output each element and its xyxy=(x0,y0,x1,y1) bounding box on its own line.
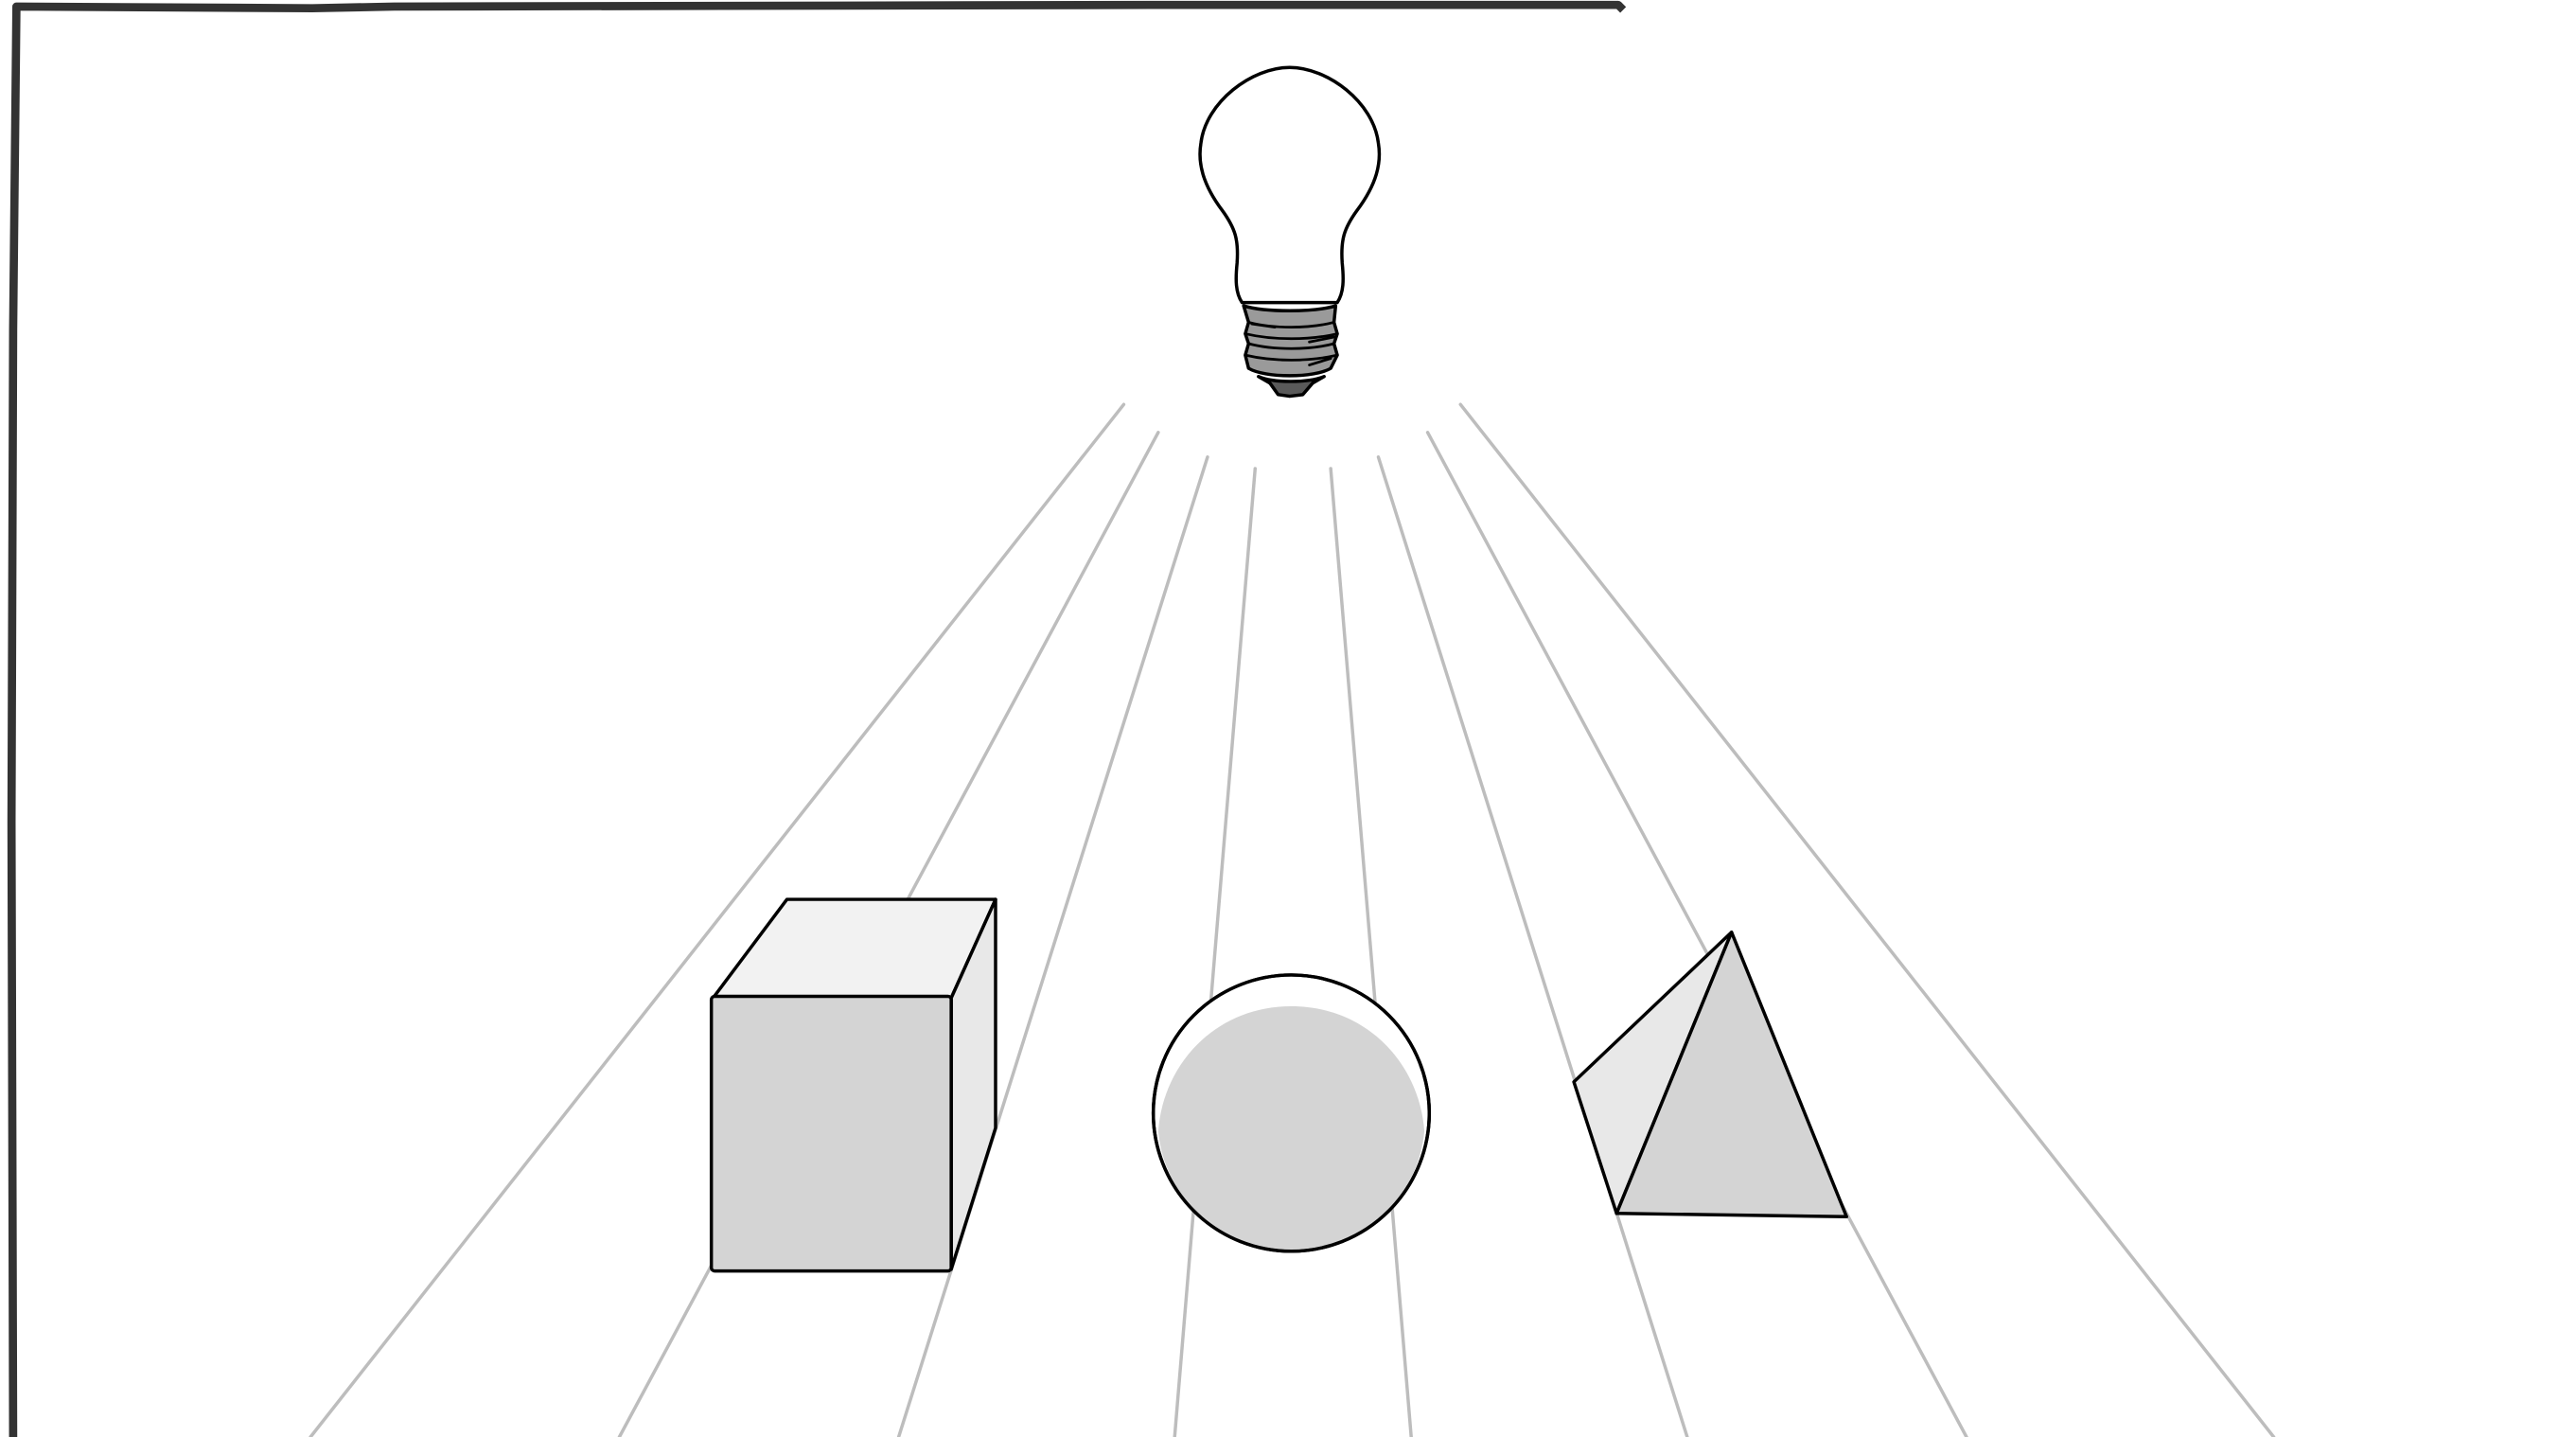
bulb-contact-tip xyxy=(1259,377,1324,397)
light-ray xyxy=(1378,457,1686,1437)
light-ray xyxy=(1428,433,1967,1437)
light-rays xyxy=(310,404,2273,1437)
cube-top-face xyxy=(713,899,996,998)
cube-front-face xyxy=(712,997,951,1271)
light-ray xyxy=(1174,469,1255,1437)
light-ray xyxy=(1460,404,2273,1437)
sphere xyxy=(1154,975,1430,1251)
light-ray xyxy=(310,404,1123,1437)
light-bulb-icon xyxy=(1200,67,1379,396)
pyramid xyxy=(1574,932,1846,1216)
bulb-screw-base xyxy=(1244,306,1337,376)
light-ray xyxy=(1331,469,1411,1437)
cube xyxy=(712,899,996,1271)
bulb-glass xyxy=(1200,67,1379,302)
